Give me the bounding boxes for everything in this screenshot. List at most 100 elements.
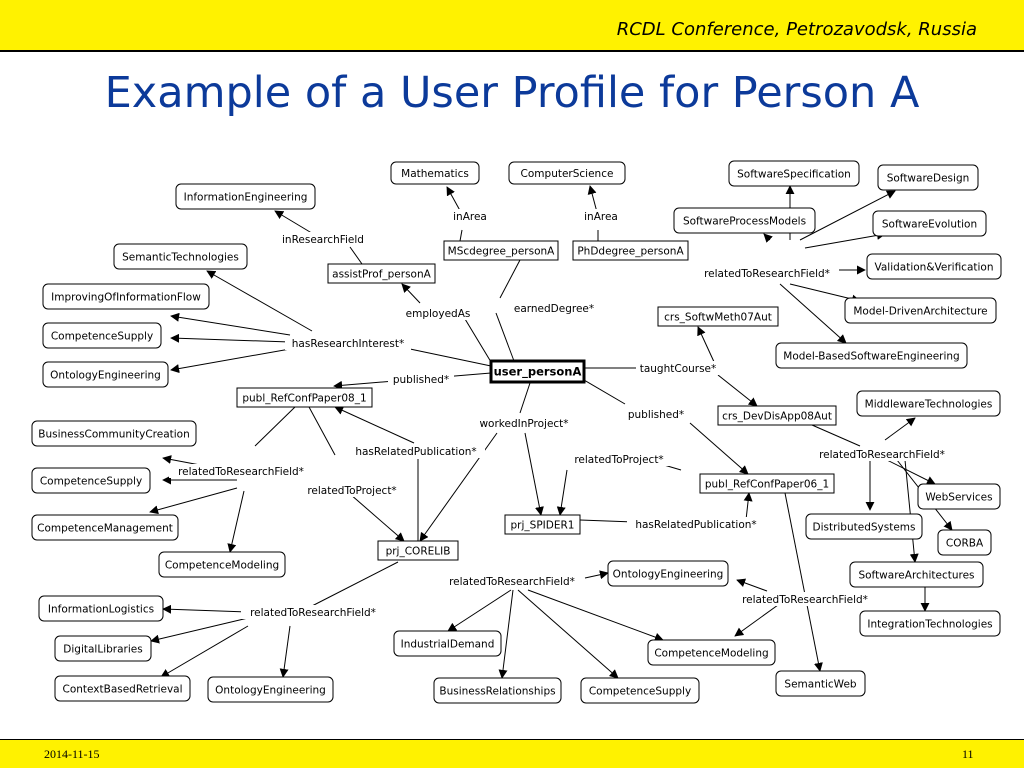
node-label: prj_SPIDER1 [511, 520, 575, 532]
node-label: InformationLogistics [48, 604, 154, 616]
edge-line [170, 348, 291, 374]
edge-line [499, 259, 521, 299]
edge-label-bg [405, 306, 471, 320]
edge-label: relatedToResearchField* [449, 576, 575, 588]
edge-label: relatedToProject* [307, 485, 396, 497]
edge-label: workedInProject* [479, 418, 568, 430]
node-label: CompetenceModeling [165, 560, 279, 572]
node-cm1: CompetenceManagement [31, 514, 179, 541]
edge-label: taughtCourse* [640, 363, 717, 375]
edge-label-bg [275, 232, 371, 246]
node-box [572, 240, 689, 261]
node-label: OntologyEngineering [215, 685, 326, 697]
node-sd: SoftwareDesign [877, 164, 979, 191]
edge-line [309, 561, 399, 608]
edge-line [763, 233, 773, 243]
node-label: SoftwareArchitectures [858, 570, 974, 582]
edge-line [149, 487, 238, 515]
node-box [859, 610, 1001, 637]
edge-label: employedAs [406, 308, 471, 320]
node-phd: PhDdegree_personA [572, 240, 689, 261]
node-box [327, 263, 436, 284]
node-ie: InformationEngineering [175, 183, 316, 210]
edge-line [461, 313, 492, 363]
node-box [489, 359, 586, 384]
edge-label-bg [440, 574, 584, 588]
node-box [728, 160, 860, 187]
node-sa: SoftwareArchitectures [849, 561, 984, 588]
node-label: BusinessRelationships [439, 686, 555, 698]
conference-name: RCDL Conference, Petrozavodsk, Russia [616, 19, 977, 40]
node-bcc: BusinessCommunityCreation [31, 420, 197, 447]
node-mda: Model-DrivenArchitecture [844, 297, 997, 324]
node-st: SemanticTechnologies [113, 243, 248, 270]
node-box [42, 322, 162, 349]
edge-line [349, 493, 405, 542]
node-box [113, 243, 248, 270]
edge-line [743, 492, 753, 521]
node-label: SemanticTechnologies [122, 252, 239, 264]
node-box [54, 675, 191, 702]
edge-line [583, 379, 626, 405]
edge-line [717, 374, 758, 407]
edge-label-bg [565, 452, 673, 466]
node-label: Model-BasedSoftwareEngineering [783, 351, 959, 363]
edge-line [689, 422, 749, 475]
edge-line [334, 406, 415, 444]
node-box [699, 473, 835, 494]
node-ap: assistProf_personA [327, 263, 436, 284]
edge-line [401, 283, 421, 304]
node-box [158, 551, 286, 578]
node-box [508, 161, 626, 185]
node-corelib: prj_CORELIB [377, 540, 459, 561]
node-iif: ImprovingOfInformationFlow [42, 283, 210, 310]
node-label: ContextBasedRetrieval [62, 684, 182, 696]
edge-line [308, 406, 336, 456]
node-label: publ_RefConfPaper08_1 [242, 393, 366, 405]
edge-label: relatedToResearchField* [178, 466, 304, 478]
node-br: BusinessRelationships [433, 677, 562, 704]
node-cmod2: CompetenceModeling [647, 639, 776, 666]
node-box [657, 306, 779, 327]
node-box [607, 560, 729, 587]
node-label: prj_CORELIB [386, 546, 451, 558]
edge-label-bg [241, 605, 385, 619]
node-mbse: Model-BasedSoftwareEngineering [775, 342, 968, 369]
edge-line [206, 270, 313, 332]
node-box [393, 630, 502, 657]
edge-label-bg [733, 592, 877, 606]
edge-label-bg [810, 447, 954, 461]
edge-label-bg [580, 209, 622, 223]
edge-line [527, 589, 664, 642]
edge-line [697, 326, 716, 365]
node-label: ComputerScience [521, 168, 614, 180]
node-vv: Validation&Verification [866, 253, 1002, 280]
node-label: InformationEngineering [184, 192, 308, 204]
edge-line [524, 432, 544, 516]
node-spm: SoftwareProcessModels [673, 207, 816, 234]
edge-label-bg [388, 372, 454, 386]
node-sw: SemanticWeb [775, 670, 866, 697]
node-label: OntologyEngineering [613, 569, 724, 581]
edge-line [556, 469, 568, 516]
node-label: DigitalLibraries [63, 644, 142, 656]
node-box [42, 361, 169, 388]
node-label: CORBA [946, 538, 984, 550]
edge-line [784, 492, 823, 672]
edge-line [254, 406, 296, 447]
node-label: DistributedSystems [812, 522, 915, 534]
node-label: SemanticWeb [784, 679, 856, 691]
node-label: SoftwareEvolution [882, 219, 977, 231]
node-box [856, 390, 1001, 417]
edge-line [584, 570, 609, 580]
node-box [207, 676, 334, 703]
node-box [236, 387, 373, 408]
slide-title: Example of a User Profile for Person A [104, 68, 920, 118]
edge-label: published* [628, 409, 684, 421]
node-label: Validation&Verification [874, 262, 993, 274]
node-cbr: ContextBasedRetrieval [54, 675, 191, 702]
edge-label: inArea [584, 211, 618, 223]
node-box [175, 183, 316, 210]
node-box [775, 342, 968, 369]
